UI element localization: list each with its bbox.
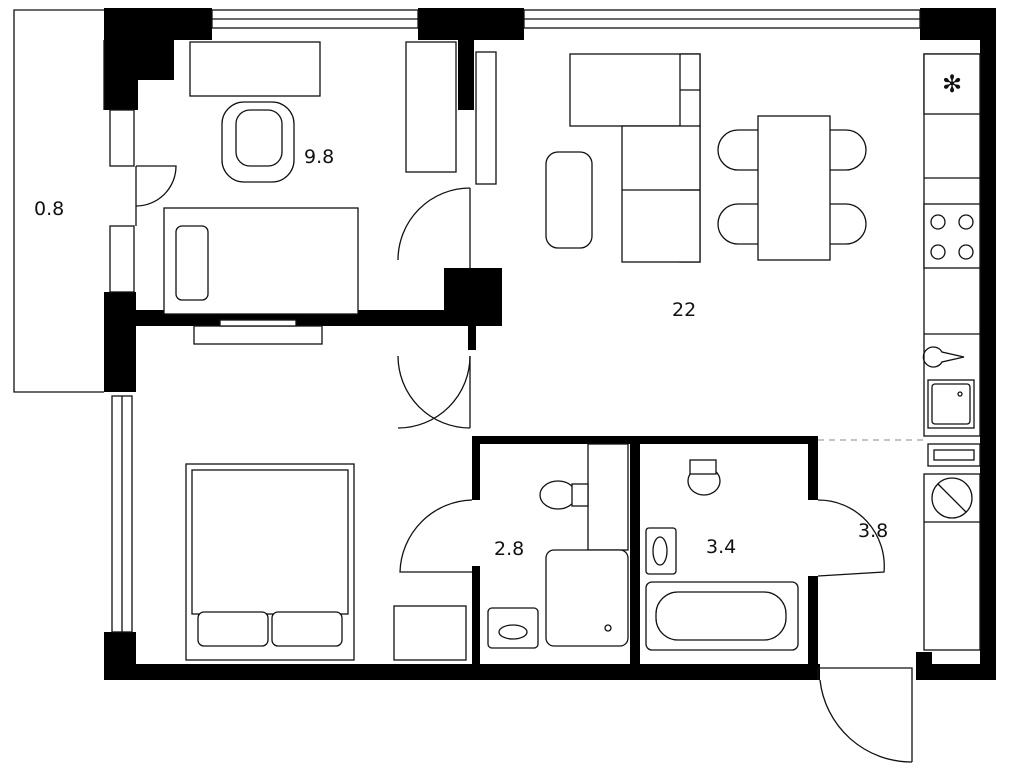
label-bathroom: 2.8 — [494, 538, 524, 560]
snowflake-icon: ✻ — [942, 70, 962, 98]
balcony — [13, 9, 177, 393]
fridge — [923, 53, 981, 115]
sink-2 — [645, 527, 677, 575]
nightstand — [393, 605, 467, 661]
wall-radiator — [475, 51, 497, 185]
label-living: 22 — [672, 299, 696, 321]
toilet-icon — [539, 480, 577, 510]
living-furniture: ✻ — [397, 53, 981, 651]
coffee-table — [545, 151, 593, 249]
label-hallway: 3.8 — [858, 520, 888, 542]
bedroom-furniture — [185, 463, 467, 661]
wardrobe — [405, 41, 457, 173]
room-labels: 0.8 9.8 22 2.8 3.4 3.8 — [34, 146, 888, 560]
bathroom-tub — [645, 459, 885, 651]
water-drop-icon — [922, 346, 965, 368]
label-bedroom-small: 9.8 — [304, 146, 334, 168]
shower — [545, 549, 629, 647]
bathroom-small — [399, 443, 629, 649]
desk — [189, 41, 321, 97]
entrance-door — [817, 667, 913, 763]
label-bathroom-tub: 3.4 — [706, 536, 736, 558]
windows — [109, 9, 921, 633]
sofa — [569, 53, 701, 127]
toilet-tank — [587, 443, 629, 551]
tv-stand — [193, 325, 323, 345]
bedroom-small-furniture — [163, 41, 497, 345]
walls — [104, 8, 996, 680]
label-balcony: 0.8 — [34, 198, 64, 220]
bathroom-sink — [487, 607, 539, 649]
dining-table — [757, 115, 831, 261]
cooktop — [923, 203, 981, 269]
